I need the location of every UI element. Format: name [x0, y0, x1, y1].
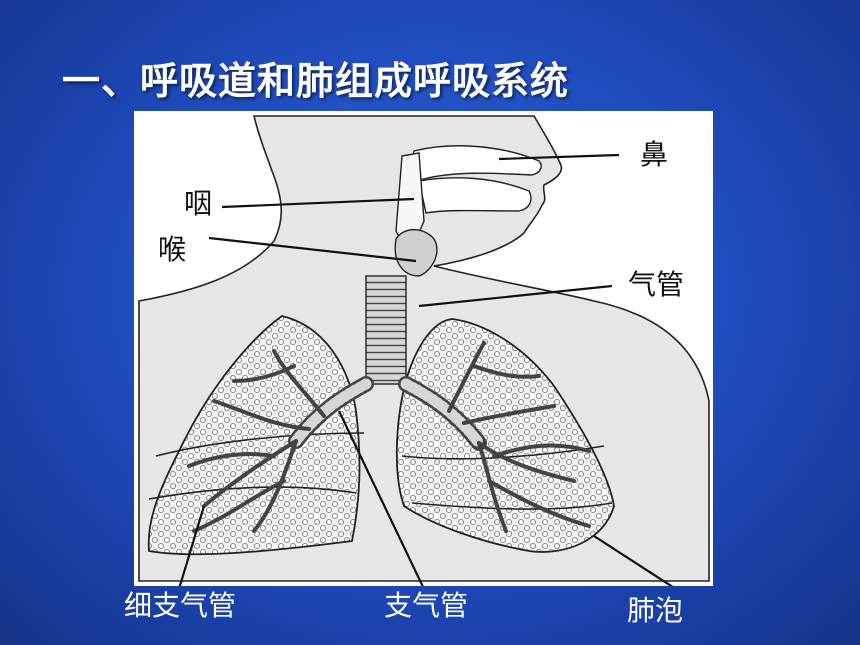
left-lung-fissure-1	[155, 432, 365, 457]
label-bronchi: 支气管	[384, 589, 469, 622]
left-lung-fissure-2	[148, 486, 357, 500]
trachea	[365, 275, 407, 385]
label-larynx: 喉	[158, 233, 187, 266]
label-bronchioles: 细支气管	[124, 589, 237, 622]
label-pharynx: 咽	[184, 187, 213, 220]
label-alveoli: 肺泡	[627, 594, 684, 627]
larynx	[394, 228, 438, 277]
leader-lines	[178, 153, 674, 586]
label-trachea: 气管	[628, 268, 685, 301]
right-lung-fissure-2	[411, 502, 613, 510]
respiratory-system-diagram: 鼻 咽 喉 气管	[134, 111, 713, 586]
oral-cavity	[418, 177, 532, 214]
left-lung	[147, 315, 361, 556]
label-nose: 鼻	[640, 138, 669, 171]
left-bronchioles	[187, 349, 326, 533]
slide-title: 一、呼吸道和肺组成呼吸系统	[62, 59, 570, 103]
right-bronchioles	[447, 341, 591, 533]
